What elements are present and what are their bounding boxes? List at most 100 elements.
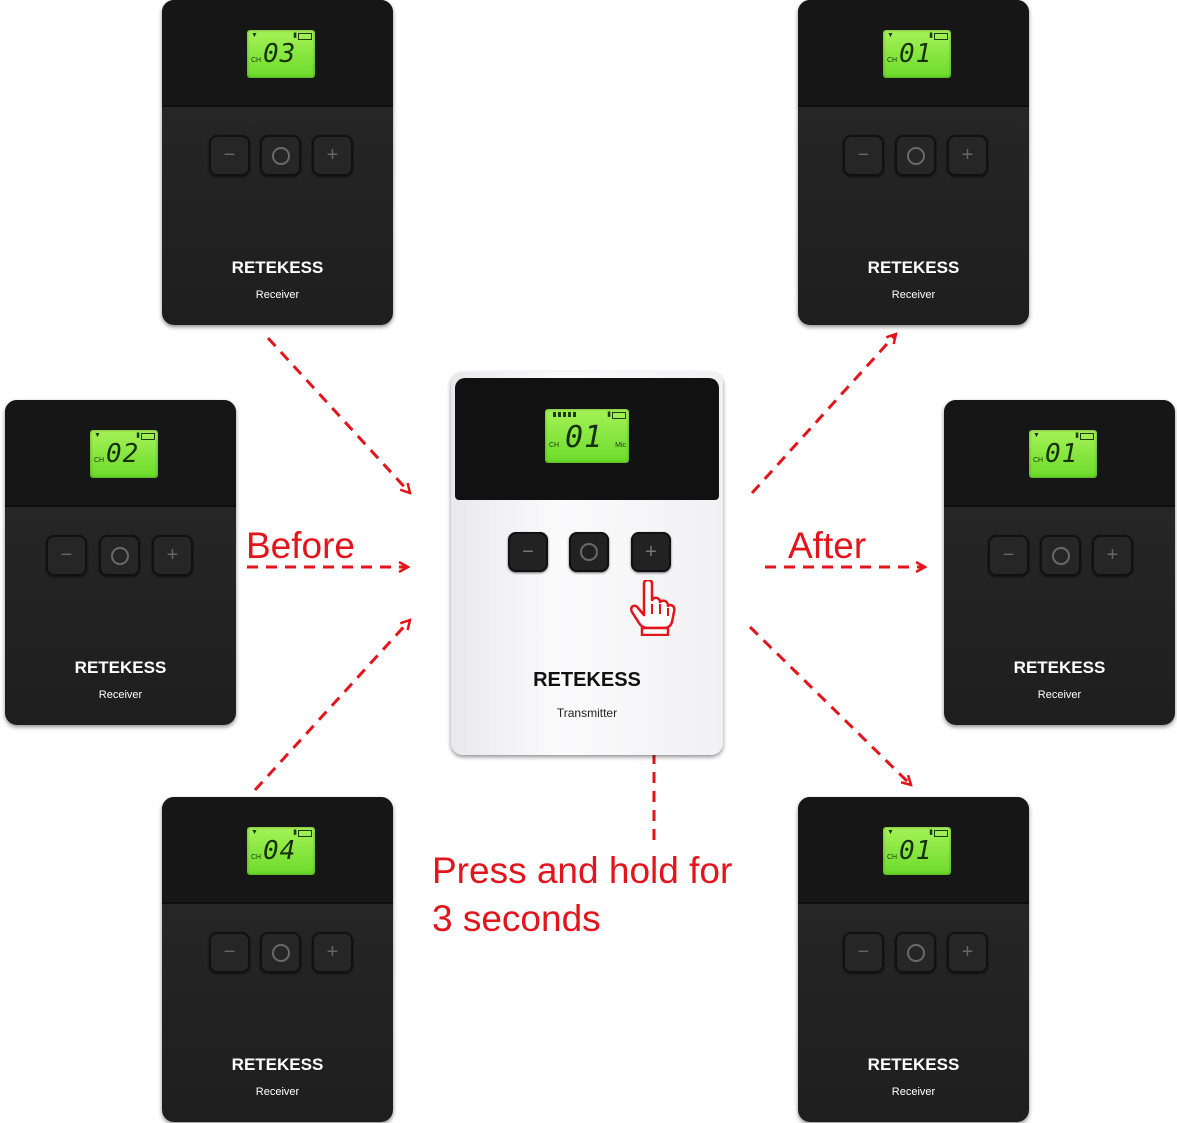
battery-icon bbox=[1080, 433, 1094, 440]
channel-label: CH bbox=[549, 442, 560, 449]
arrow-bottom-left bbox=[253, 620, 410, 792]
brand-logo: RETEKESS bbox=[231, 1055, 324, 1074]
brand-logo: RETEKESS bbox=[867, 258, 960, 277]
arrow-top-left bbox=[266, 336, 410, 493]
battery-icon bbox=[298, 830, 312, 837]
power-button[interactable] bbox=[99, 535, 140, 576]
lcd-screen: ▼ ▮ CH 01 bbox=[883, 827, 951, 875]
minus-button[interactable]: − bbox=[988, 535, 1029, 576]
battery-icon bbox=[298, 33, 312, 40]
power-icon bbox=[110, 546, 129, 565]
power-button[interactable] bbox=[260, 135, 301, 176]
before-caption: Before bbox=[246, 525, 356, 566]
power-button[interactable] bbox=[569, 532, 609, 572]
power-icon bbox=[271, 943, 290, 962]
minus-button[interactable]: − bbox=[508, 532, 548, 572]
plus-button[interactable]: + bbox=[947, 932, 988, 973]
minus-button[interactable]: − bbox=[843, 932, 884, 973]
power-icon bbox=[906, 943, 925, 962]
receiver-before-bottom: ▼ ▮ CH 04 − + RETEKESS Receiver bbox=[162, 797, 393, 1122]
device-label: Receiver bbox=[891, 1086, 936, 1098]
power-button[interactable] bbox=[260, 932, 301, 973]
minus-button[interactable]: − bbox=[209, 932, 250, 973]
device-label: Receiver bbox=[98, 689, 143, 701]
transmitter: ▮ CH 01 Mic − + RETEKESS Transmitter bbox=[451, 372, 723, 755]
device-label: Transmitter bbox=[556, 706, 618, 720]
minus-button[interactable]: − bbox=[843, 135, 884, 176]
minus-button[interactable]: − bbox=[46, 535, 87, 576]
plus-button[interactable]: + bbox=[312, 932, 353, 973]
lock-icon: ▮ bbox=[929, 829, 933, 836]
channel-label: CH bbox=[94, 457, 105, 464]
channel-label: CH bbox=[887, 854, 898, 861]
lcd-screen: ▼ ▮ CH 02 bbox=[90, 430, 158, 478]
receiver-before-middle: ▼ ▮ CH 02 − + RETEKESS Receiver bbox=[5, 400, 236, 725]
plus-button[interactable]: + bbox=[152, 535, 193, 576]
power-icon bbox=[906, 146, 925, 165]
power-button[interactable] bbox=[895, 932, 936, 973]
channel-number: 03 bbox=[263, 39, 297, 69]
device-label: Receiver bbox=[1037, 689, 1082, 701]
minus-button[interactable]: − bbox=[209, 135, 250, 176]
lock-icon: ▮ bbox=[1075, 432, 1079, 439]
power-button[interactable] bbox=[1040, 535, 1081, 576]
plus-button[interactable]: + bbox=[947, 135, 988, 176]
plus-button[interactable]: + bbox=[631, 532, 671, 572]
lcd-screen: ▼ ▮ CH 01 bbox=[883, 30, 951, 78]
channel-label: CH bbox=[251, 57, 262, 64]
antenna-icon: ▼ bbox=[251, 829, 258, 836]
antenna-icon: ▼ bbox=[887, 32, 894, 39]
power-icon bbox=[580, 543, 598, 561]
lock-icon: ▮ bbox=[136, 432, 140, 439]
receiver-after-bottom: ▼ ▮ CH 01 − + RETEKESS Receiver bbox=[798, 797, 1029, 1122]
power-icon bbox=[1051, 546, 1070, 565]
brand-logo: RETEKESS bbox=[533, 669, 641, 691]
plus-button[interactable]: + bbox=[1092, 535, 1133, 576]
lcd-screen: ▼ ▮ CH 01 bbox=[1029, 430, 1097, 478]
battery-icon bbox=[612, 412, 626, 419]
arrow-bottom-right bbox=[748, 625, 911, 785]
receiver-after-top: ▼ ▮ CH 01 − + RETEKESS Receiver bbox=[798, 0, 1029, 325]
channel-number: 01 bbox=[565, 420, 604, 455]
lock-icon: ▮ bbox=[293, 32, 297, 39]
device-label: Receiver bbox=[891, 289, 936, 301]
lcd-screen: ▼ ▮ CH 03 bbox=[247, 30, 315, 78]
antenna-icon: ▼ bbox=[1033, 432, 1040, 439]
channel-number: 01 bbox=[899, 39, 933, 69]
channel-number: 02 bbox=[106, 439, 140, 469]
signal-bars-icon bbox=[553, 412, 577, 417]
battery-icon bbox=[141, 433, 155, 440]
brand-logo: RETEKESS bbox=[231, 258, 324, 277]
channel-number: 04 bbox=[263, 836, 297, 866]
after-caption: After bbox=[788, 525, 867, 566]
channel-label: CH bbox=[887, 57, 898, 64]
antenna-icon: ▼ bbox=[251, 32, 258, 39]
mic-label: Mic bbox=[615, 442, 626, 449]
power-icon bbox=[271, 146, 290, 165]
instruction-line-2: 3 seconds bbox=[432, 898, 601, 939]
brand-logo: RETEKESS bbox=[74, 658, 167, 677]
battery-icon bbox=[934, 33, 948, 40]
lock-icon: ▮ bbox=[607, 411, 611, 418]
instruction-line-1: Press and hold for bbox=[432, 850, 733, 891]
antenna-icon: ▼ bbox=[94, 432, 101, 439]
lock-icon: ▮ bbox=[293, 829, 297, 836]
brand-logo: RETEKESS bbox=[1013, 658, 1106, 677]
power-button[interactable] bbox=[895, 135, 936, 176]
channel-label: CH bbox=[1033, 457, 1044, 464]
lcd-screen: ▮ CH 01 Mic bbox=[545, 409, 629, 463]
device-label: Receiver bbox=[255, 1086, 300, 1098]
channel-label: CH bbox=[251, 854, 262, 861]
receiver-after-middle: ▼ ▮ CH 01 − + RETEKESS Receiver bbox=[944, 400, 1175, 725]
channel-number: 01 bbox=[899, 836, 933, 866]
brand-logo: RETEKESS bbox=[867, 1055, 960, 1074]
lock-icon: ▮ bbox=[929, 32, 933, 39]
plus-button[interactable]: + bbox=[312, 135, 353, 176]
arrow-top-right bbox=[750, 334, 896, 495]
device-label: Receiver bbox=[255, 289, 300, 301]
hand-pointer-icon bbox=[629, 580, 676, 636]
antenna-icon: ▼ bbox=[887, 829, 894, 836]
battery-icon bbox=[934, 830, 948, 837]
receiver-before-top: ▼ ▮ CH 03 − + RETEKESS Receiver bbox=[162, 0, 393, 325]
channel-number: 01 bbox=[1045, 439, 1079, 469]
